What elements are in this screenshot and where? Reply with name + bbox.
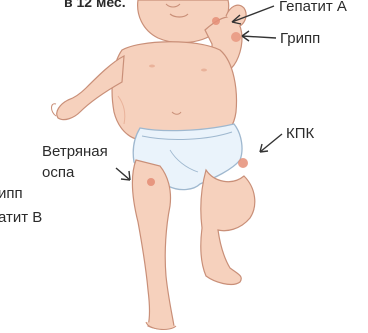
left-flu-label: ипп [0,185,23,202]
baby-torso [112,42,236,140]
mmr-injection-site [238,158,248,168]
mmr-arrow [260,134,282,152]
age-title: в 12 мес. [64,0,126,11]
flu-injection-site [212,17,220,25]
chickenpox-injection-site [147,178,155,186]
hepatitis-a-injection-site [231,32,241,42]
mmr-label: КПК [286,125,314,142]
hepatitis-b-label: атит В [0,209,42,226]
flu-arrow [242,36,276,38]
flu-label: Грипп [280,30,320,47]
chickenpox-arrow [116,168,130,180]
baby-right-leg [201,158,255,284]
chickenpox-label-line1: Ветряная [42,143,108,160]
chickenpox-label-line2: оспа [42,164,74,181]
baby-left-leg [132,160,176,329]
hepatitis-a-label: Гепатит А [279,0,347,15]
